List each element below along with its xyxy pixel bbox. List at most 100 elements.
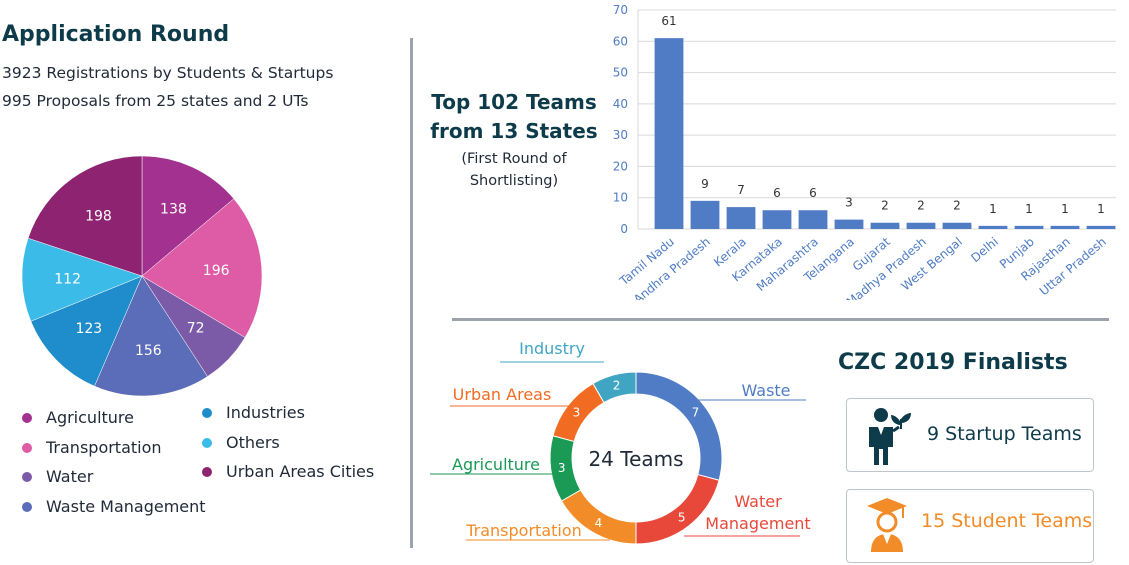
donut-value-label: 3 <box>573 405 581 419</box>
bar-rajasthan <box>1050 225 1080 229</box>
donut-category-label: Management <box>705 514 810 533</box>
legend-swatch <box>22 442 32 453</box>
donut-category-label: Urban Areas <box>453 385 552 404</box>
student-teams-card: 15 Student Teams <box>846 489 1094 563</box>
legend-item: Waste Management <box>22 497 206 516</box>
bar-data-label: 2 <box>881 199 889 213</box>
bar-punjab <box>1014 225 1044 229</box>
bar-data-label: 6 <box>773 186 781 200</box>
application-pie-chart: 138 196 72 156 123 112 198 <box>21 155 263 397</box>
bar-telangana <box>834 219 864 229</box>
legend-swatch <box>22 412 32 423</box>
bar-uttar-pradesh <box>1086 225 1116 229</box>
donut-value-label: 4 <box>595 516 603 530</box>
finalists-title: CZC 2019 Finalists <box>838 350 1068 375</box>
bar-andhra-pradesh <box>690 200 720 229</box>
donut-category-label: Agriculture <box>452 455 540 474</box>
legend-swatch <box>202 407 212 418</box>
top-teams-title-line1: Top 102 Teams <box>431 90 597 114</box>
y-tick-label: 10 <box>613 191 628 205</box>
donut-value-label: 7 <box>692 405 700 419</box>
y-tick-label: 50 <box>613 66 628 80</box>
y-tick-label: 40 <box>613 97 628 111</box>
donut-category-label: Industry <box>519 339 585 358</box>
pie-value-label: 112 <box>54 271 81 287</box>
startup-teams-card: 9 Startup Teams <box>846 398 1094 472</box>
pie-slice-industries <box>30 275 143 387</box>
legend-swatch <box>22 471 32 482</box>
bar-data-label: 6 <box>809 186 817 200</box>
y-tick-label: 20 <box>613 159 628 173</box>
horizontal-divider <box>452 318 1109 321</box>
legend-label: Others <box>226 433 280 452</box>
donut-value-label: 3 <box>558 461 566 475</box>
bar-karnataka <box>762 210 792 229</box>
bar-gujarat <box>870 222 900 229</box>
bar-data-label: 7 <box>737 183 745 197</box>
bar-data-label: 2 <box>917 199 925 213</box>
donut-category-label: Water <box>734 492 782 511</box>
startup-teams-label: 9 Startup Teams <box>927 423 1082 445</box>
pie-value-label: 138 <box>160 202 187 218</box>
pie-slice-agriculture <box>141 155 235 277</box>
donut-segment-water-management <box>635 473 720 545</box>
bar-data-label: 1 <box>1097 202 1105 216</box>
legend-item: Urban Areas Cities <box>202 462 374 481</box>
bar-data-label: 1 <box>989 202 997 216</box>
bar-delhi <box>978 225 1008 229</box>
student-teams-label: 15 Student Teams <box>921 510 1093 532</box>
bar-data-label: 9 <box>701 177 709 191</box>
legend-label: Industries <box>226 403 305 422</box>
registrations-text: 3923 Registrations by Students & Startup… <box>2 64 334 82</box>
donut-category-label: Transportation <box>465 521 582 540</box>
bar-tamil-nadu <box>654 38 684 230</box>
legend-label: Transportation <box>46 438 162 457</box>
bar-data-label: 61 <box>661 14 676 28</box>
legend-label: Agriculture <box>46 408 134 427</box>
proposals-text: 995 Proposals from 25 states and 2 UTs <box>2 92 309 110</box>
top-teams-subtitle-line2: Shortlisting) <box>469 173 559 189</box>
pie-value-label: 72 <box>187 321 205 337</box>
bar-data-label: 1 <box>1025 202 1033 216</box>
pie-value-label: 156 <box>135 343 162 359</box>
legend-swatch <box>22 501 32 512</box>
y-tick-label: 0 <box>620 222 628 236</box>
graduate-icon <box>867 498 907 552</box>
pie-slice-others <box>21 237 143 322</box>
bar-data-label: 1 <box>1061 202 1069 216</box>
legend-item: Agriculture <box>22 408 134 427</box>
donut-segment-industry <box>592 371 637 404</box>
pie-value-label: 196 <box>203 263 230 279</box>
pie-slice-urban-areas-cities <box>27 155 143 277</box>
application-round-title: Application Round <box>2 22 230 47</box>
top-teams-subtitle: (First Round of Shortlisting) <box>418 148 610 192</box>
top-teams-title-line2: from 13 States <box>430 119 598 143</box>
donut-value-label: 5 <box>678 511 686 525</box>
legend-item: Others <box>202 433 280 452</box>
pie-value-label: 123 <box>75 321 102 337</box>
donut-center-label: 24 Teams <box>588 447 683 471</box>
vertical-divider <box>410 38 413 548</box>
pie-value-label: 198 <box>85 209 112 225</box>
pie-slice-waste-management <box>94 275 208 397</box>
y-tick-label: 70 <box>613 3 628 17</box>
bar-madhya-pradesh <box>906 222 936 229</box>
top-teams-subtitle-line1: (First Round of <box>461 151 567 167</box>
y-tick-label: 30 <box>613 128 628 142</box>
bar-data-label: 3 <box>845 196 853 210</box>
legend-item: Water <box>22 467 93 486</box>
donut-category-label: Waste <box>741 381 790 400</box>
donut-value-label: 2 <box>613 379 621 393</box>
legend-label: Urban Areas Cities <box>226 462 375 481</box>
legend-item: Industries <box>202 403 305 422</box>
bar-data-label: 2 <box>953 199 961 213</box>
legend-label: Waste Management <box>46 497 206 516</box>
bar-maharashtra <box>798 210 828 229</box>
legend-label: Water <box>46 467 94 486</box>
legend-item: Transportation <box>22 438 162 457</box>
y-tick-label: 60 <box>613 34 628 48</box>
bar-kerala <box>726 207 756 229</box>
bar-west-bengal <box>942 222 972 229</box>
